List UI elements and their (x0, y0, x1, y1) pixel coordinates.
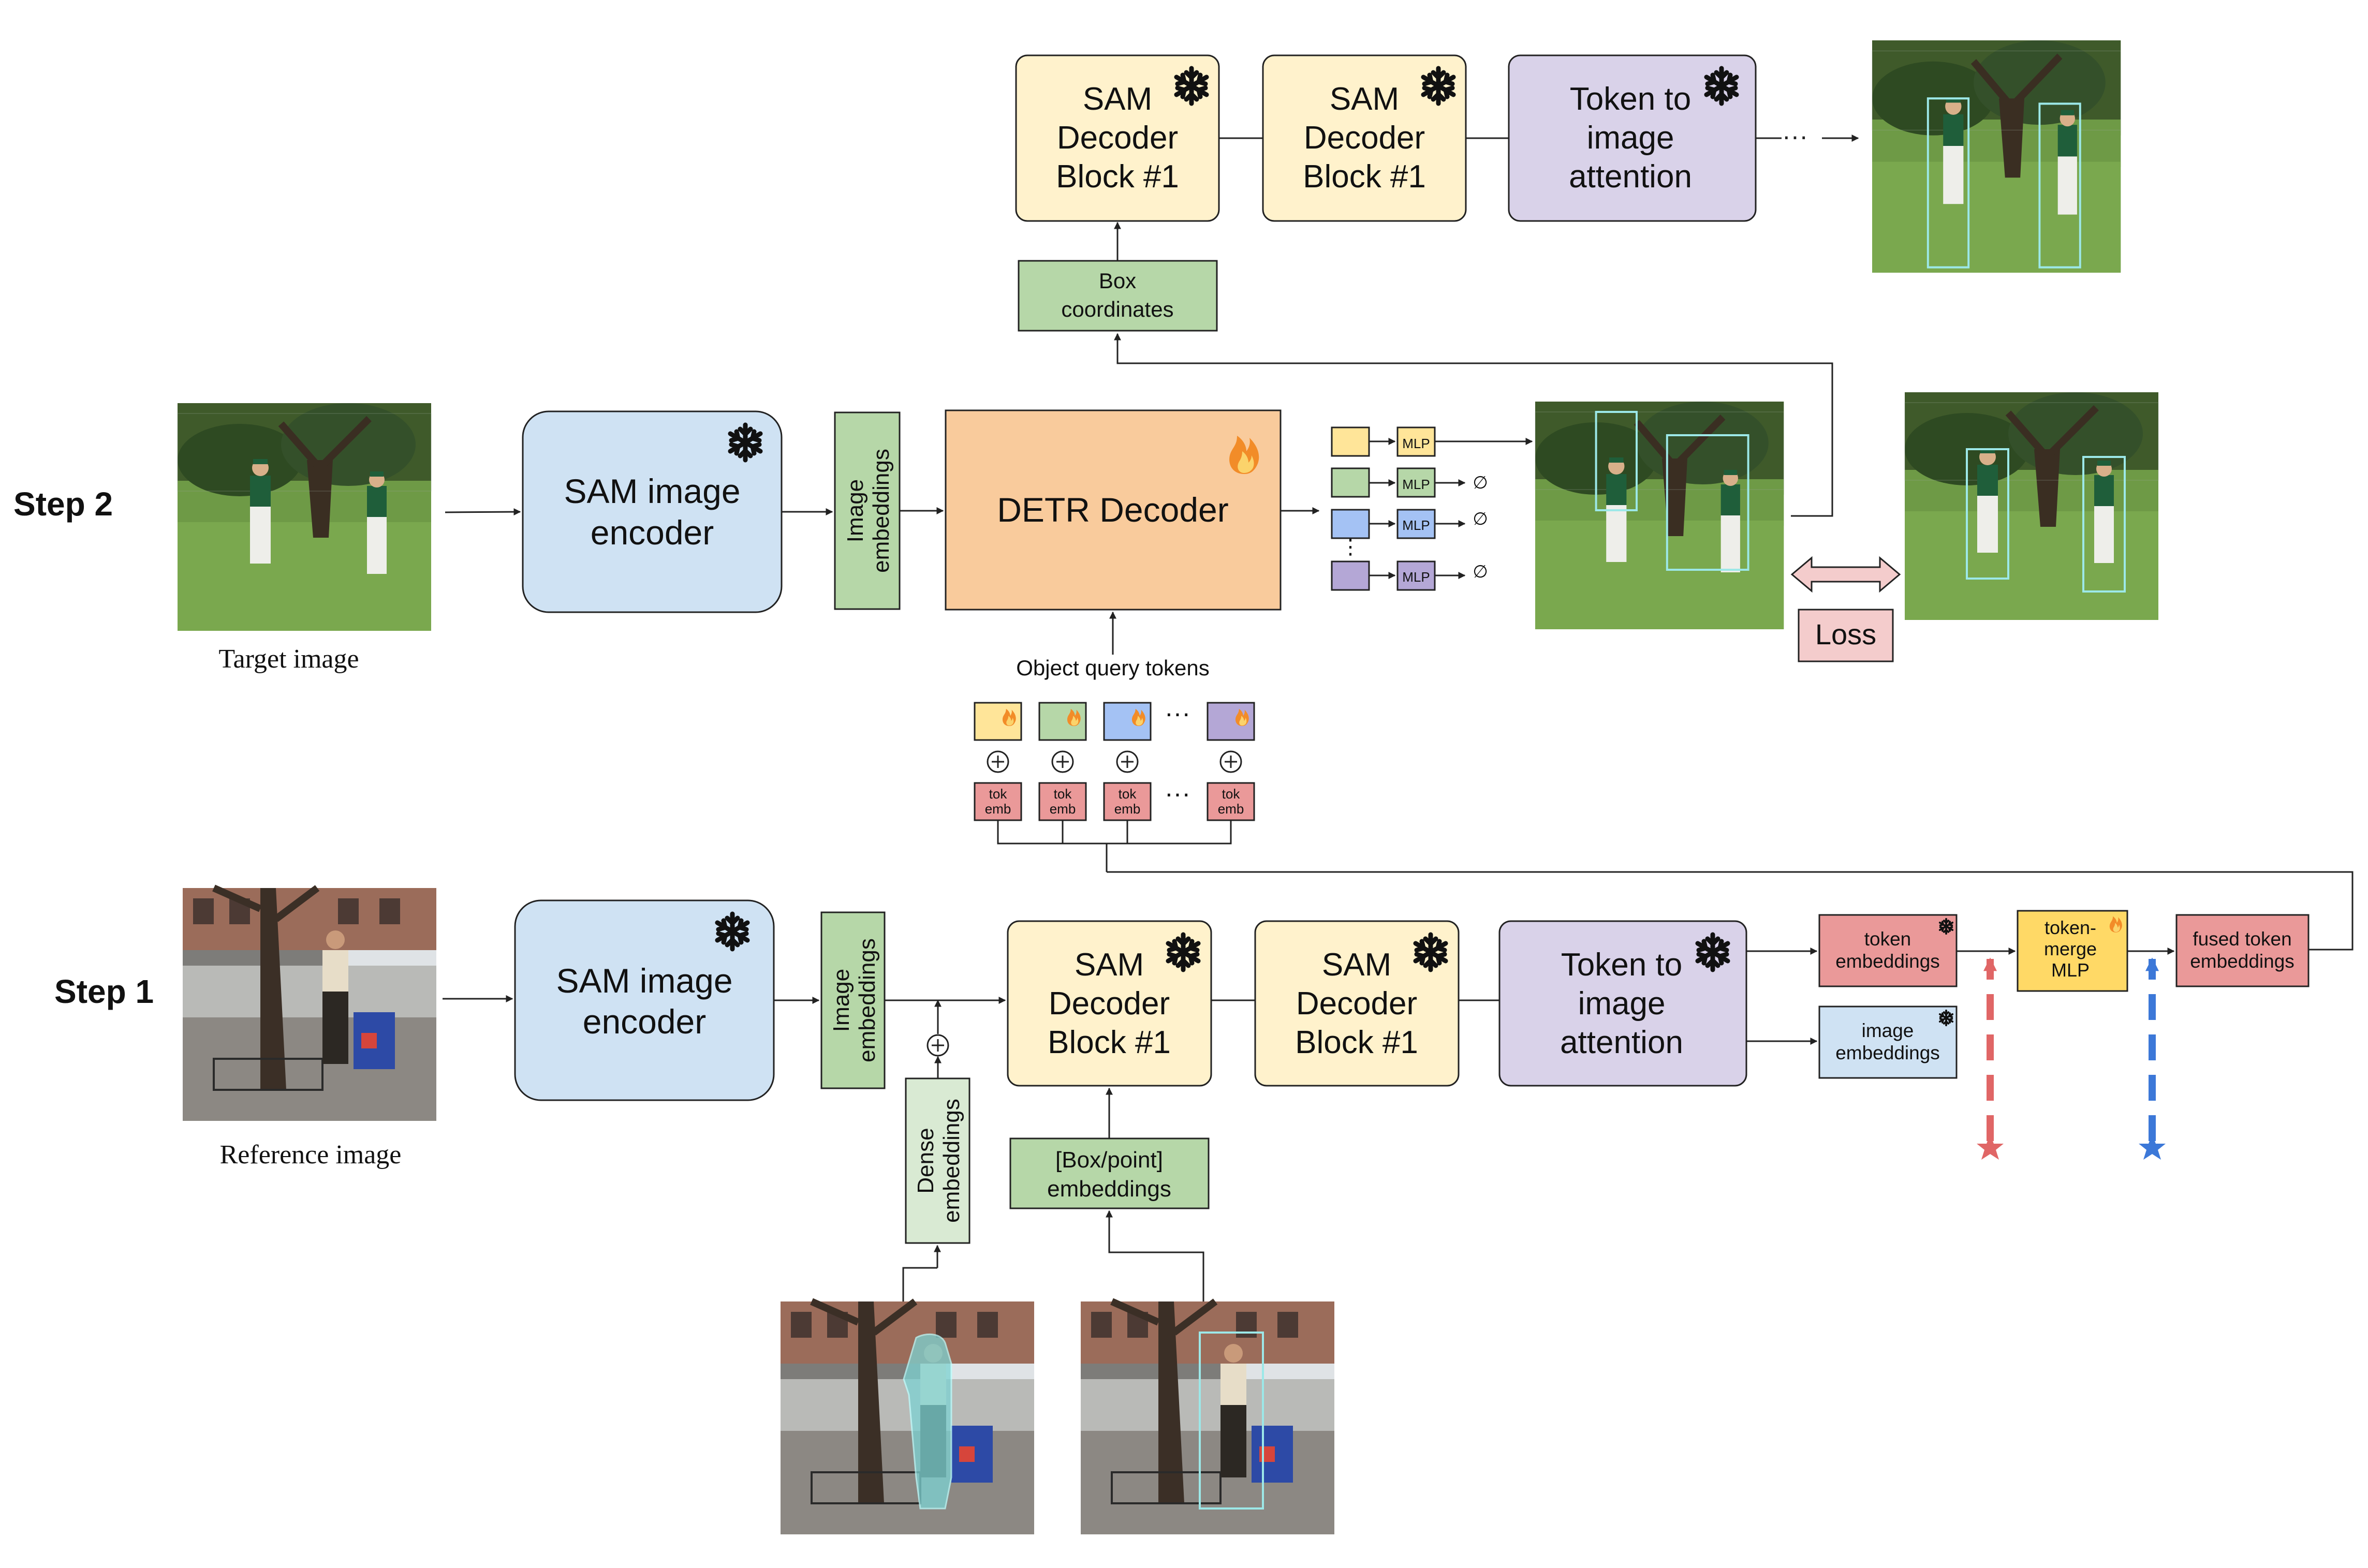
mlp-label: MLP (1402, 517, 1430, 533)
reference-image-caption: Reference image (220, 1140, 402, 1170)
outputs-ellipsis: ⋮ (1340, 536, 1361, 558)
step2-image-embeddings-label: Imageembeddings (843, 449, 894, 573)
step1-image-embeddings-label: Imageembeddings (829, 938, 880, 1062)
ellipsis: ··· (1165, 779, 1190, 808)
step2-image-embeddings: Imageembeddings (834, 411, 901, 610)
step2-label: Step 2 (13, 485, 113, 523)
step1-label: Step 1 (54, 973, 154, 1010)
detr-decoder: DETR Decoder (945, 409, 1282, 611)
step2-ground-truth-image (1905, 392, 2158, 620)
star-icon (1977, 1134, 2004, 1160)
box-prompt-image (1081, 1301, 1334, 1534)
empty-set: ∅ (1473, 473, 1488, 493)
empty-set: ∅ (1473, 509, 1488, 529)
loss-block: Loss (1790, 556, 1901, 662)
object-query-tokens-label: Object query tokens (1016, 656, 1210, 680)
mlp-label: MLP (1402, 569, 1430, 585)
mlp-label: MLP (1402, 477, 1430, 492)
detr-outputs: ⋮ MLP MLP MLP MLP ∅ ∅ ∅ (1331, 426, 1533, 591)
reference-image (183, 888, 436, 1121)
box-point-embeddings: [Box/point]embeddings (1009, 1087, 1210, 1301)
dense-embeddings: Denseembeddings (902, 999, 970, 1301)
step2-output-image (1872, 40, 2121, 273)
box-point-embeddings-label: [Box/point]embeddings (1047, 1147, 1171, 1202)
loss-label: Loss (1815, 618, 1876, 650)
star-icon (2139, 1134, 2166, 1160)
star-arrows (1977, 957, 2166, 1160)
dense-embeddings-label: Denseembeddings (913, 1099, 964, 1223)
step2-predicted-image (1535, 402, 1784, 629)
ellipsis: ··· (1782, 122, 1808, 151)
ellipsis: ··· (1165, 699, 1190, 728)
mlp-label: MLP (1402, 436, 1430, 451)
plus-circle-icon (987, 750, 1242, 773)
step1-image-embeddings: Imageembeddings (820, 911, 886, 1089)
target-image (178, 403, 431, 631)
empty-set: ∅ (1473, 562, 1488, 582)
plus-circle-icon (926, 1034, 949, 1057)
detr-decoder-label: DETR Decoder (997, 491, 1228, 529)
mask-prompt-image (781, 1301, 1034, 1534)
double-arrow-icon (1790, 556, 1901, 593)
target-image-caption: Target image (218, 644, 359, 674)
